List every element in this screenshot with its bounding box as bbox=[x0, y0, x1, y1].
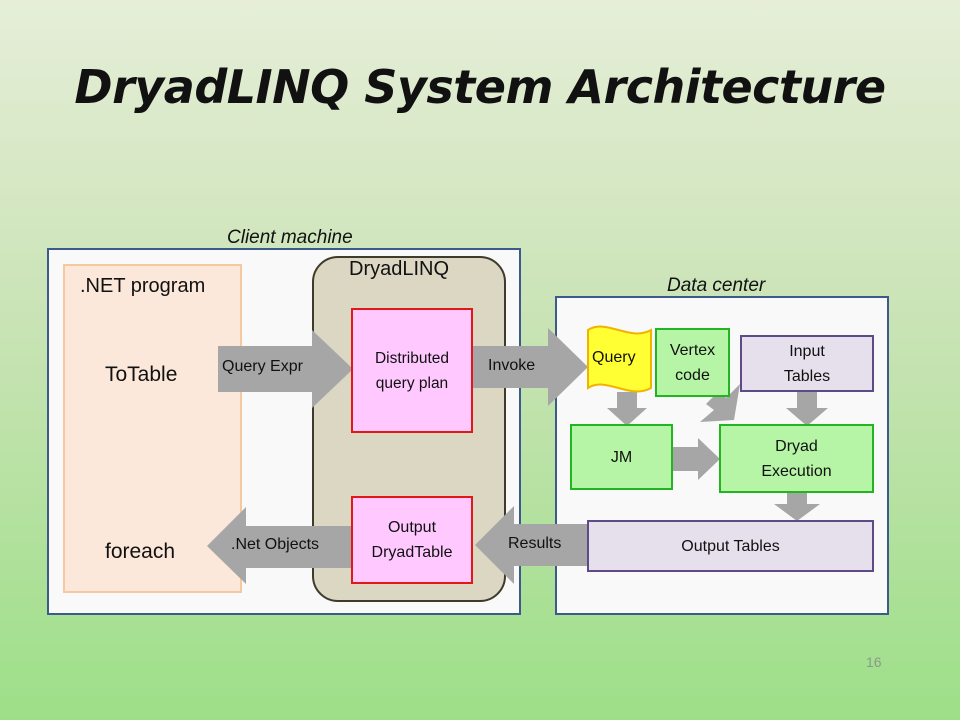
slide-title: DryadLINQ System Architecture bbox=[74, 60, 886, 114]
input-tables-line2: Tables bbox=[783, 367, 831, 385]
output-dryadtable-line1: Output bbox=[387, 519, 437, 536]
net-program-label: .NET program bbox=[80, 275, 206, 297]
invoke-arrow bbox=[473, 328, 588, 406]
query-shape bbox=[587, 325, 652, 393]
input-tables-line1: Input bbox=[789, 342, 825, 360]
dryadlinq-label: DryadLINQ bbox=[349, 258, 450, 280]
net-program-box bbox=[63, 264, 242, 593]
vertex-to-dryad-arrow bbox=[700, 384, 740, 422]
dryad-execution-line2: Execution bbox=[761, 462, 832, 480]
query-expr-label: Query Expr bbox=[222, 358, 303, 375]
distributed-query-plan-box: Distributed query plan bbox=[351, 308, 473, 433]
dryad-execution-line1: Dryad bbox=[775, 437, 818, 455]
foreach-label: foreach bbox=[105, 540, 176, 563]
query-label: Query bbox=[592, 349, 636, 366]
vertex-code-line2: code bbox=[675, 366, 710, 384]
results-arrow bbox=[475, 506, 587, 584]
query-to-jm-arrow bbox=[607, 392, 647, 426]
vertex-code-line1: Vertex bbox=[669, 341, 716, 359]
totable-label: ToTable bbox=[105, 363, 178, 386]
client-machine-label: Client machine bbox=[227, 227, 353, 248]
invoke-label: Invoke bbox=[488, 357, 536, 374]
vertex-code-box: Vertex code bbox=[655, 328, 730, 397]
dryad-to-output-arrow bbox=[774, 492, 820, 521]
output-tables-box: Output Tables bbox=[587, 520, 874, 572]
query-expr-arrow bbox=[218, 330, 353, 408]
net-objects-arrow bbox=[207, 507, 353, 584]
net-objects-label: .Net Objects bbox=[231, 536, 320, 553]
jm-to-dryad-arrow bbox=[672, 438, 720, 480]
input-to-dryad-arrow bbox=[786, 392, 828, 426]
distributed-plan-line1: Distributed bbox=[374, 349, 450, 367]
output-dryadtable-line2: DryadTable bbox=[371, 544, 453, 561]
page-number: 16 bbox=[866, 654, 882, 670]
results-label: Results bbox=[508, 535, 562, 552]
distributed-plan-line2: query plan bbox=[375, 374, 449, 392]
jm-label: JM bbox=[610, 448, 633, 466]
data-center-label: Data center bbox=[667, 275, 766, 296]
jm-box: JM bbox=[570, 424, 673, 490]
output-tables-label: Output Tables bbox=[681, 537, 780, 555]
